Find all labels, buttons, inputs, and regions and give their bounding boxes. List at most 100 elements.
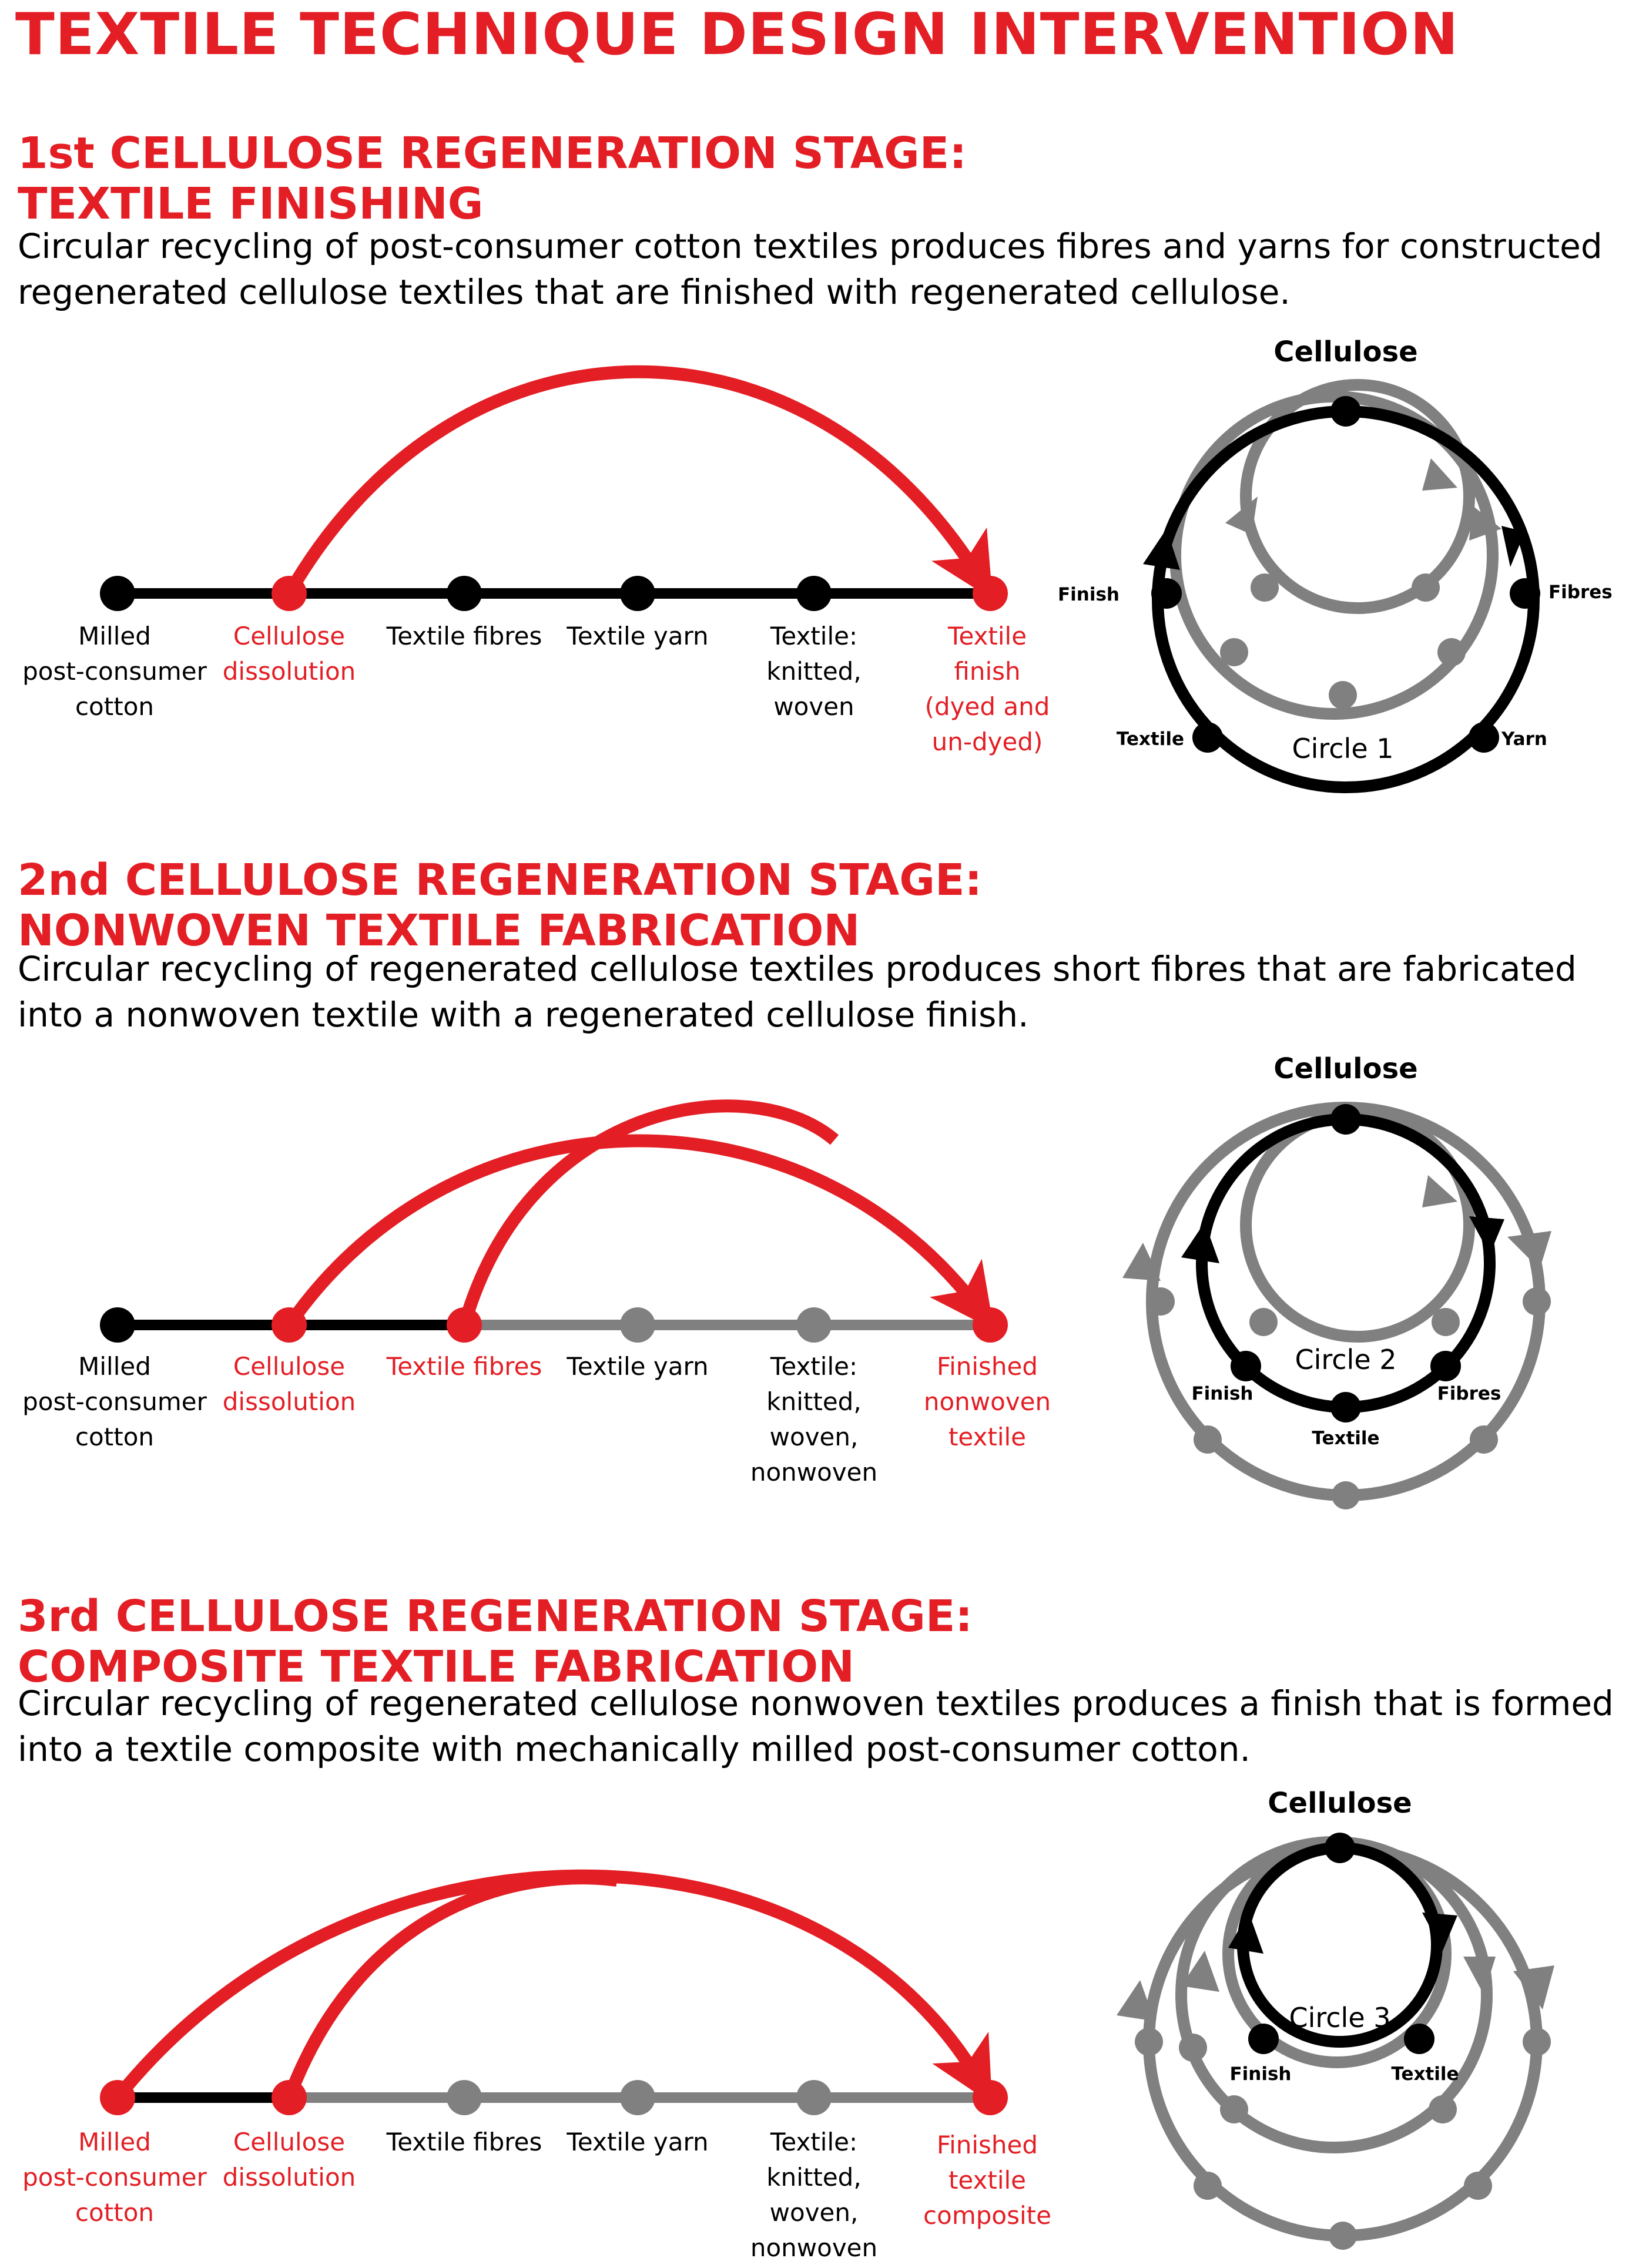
stage-3-step-4-line-1: Textile yarn [566, 2128, 708, 2156]
circle-3-name: Circle 3 [1289, 2002, 1390, 2034]
stage-3-step-6-line-2: textile [948, 2166, 1026, 2195]
circle-3-node-finish [1248, 2024, 1279, 2054]
stage-2-node-textile-yarn [620, 1307, 655, 1343]
stage-3-step-5-line-4: nonwoven [750, 2233, 877, 2262]
stage-1-inner-grey-ring [1240, 379, 1475, 614]
stage-3-grey-node [1329, 2222, 1357, 2250]
circle-2-label-finish: Finish [1191, 1383, 1253, 1404]
stage-2-heading-line-2: NONWOVEN TEXTILE FABRICATION [18, 905, 860, 956]
stage-1-node-milled-cotton [100, 576, 135, 611]
stage-1-description: Circular recycling of post-consumer cott… [18, 223, 1603, 315]
stage-3-node-cellulose-dissolution [272, 2080, 307, 2115]
stage-1-grey-node [1251, 573, 1279, 602]
stage-2-grey-node [1470, 1425, 1498, 1454]
stage-3-heading-line-2: COMPOSITE TEXTILE FABRICATION [18, 1642, 855, 1692]
stage-3-step-6-line-1: Finished [937, 2131, 1038, 2159]
circle-1-node-textile [1192, 722, 1223, 753]
stage-1-node-textile-yarn [620, 576, 655, 611]
stage-2-description: Circular recycling of regenerated cellul… [18, 946, 1577, 1038]
stage-3-description-line-1: Circular recycling of regenerated cellul… [18, 1683, 1614, 1723]
stage-2-step-6-line-2: nonwoven [924, 1387, 1051, 1416]
stage-2-grey-node [1194, 1425, 1222, 1454]
stage-2-step-3-line-1: Textile fibres [386, 1352, 542, 1381]
stage-3-grey-node [1429, 2095, 1457, 2123]
circle-2-name: Circle 2 [1295, 1344, 1396, 1375]
stage-3-step-1-line-3: cotton [75, 2198, 154, 2227]
stage-3-grey-node [1523, 2028, 1551, 2056]
stage-3-grey-arrow [1463, 1957, 1496, 1995]
circle-3-label-finish: Finish [1229, 2064, 1291, 2085]
stage-2-node-finished-nonwoven [973, 1307, 1008, 1343]
circle-1-node-yarn [1469, 722, 1499, 753]
stage-3-node-milled-cotton [100, 2080, 135, 2115]
stage-1-heading: 1st CELLULOSE REGENERATION STAGE: TEXTIL… [18, 128, 967, 229]
stage-1-step-5-line-1: Textile: [770, 622, 857, 650]
stage-2-grey-node [1249, 1308, 1278, 1336]
circle-3-label-textile: Textile [1391, 2064, 1459, 2085]
page-title: TEXTILE TECHNIQUE DESIGN INTERVENTION [15, 1, 1459, 68]
stage-3-heading-line-1: 3rd CELLULOSE REGENERATION STAGE: [18, 1591, 973, 1642]
stage-2-node-cellulose-dissolution [272, 1307, 307, 1343]
stage-2-step-1-line-2: post-consumer [22, 1387, 207, 1416]
circle-1-node-fibres [1510, 578, 1540, 609]
stage-1-circle-diagram: Cellulose Finish Fibres Textile Yarn Cir… [1058, 335, 1613, 793]
stage-2-black-arrow [1469, 1216, 1504, 1254]
stage-3-step-5-line-2: knitted, [766, 2163, 861, 2192]
stage-1-grey-arrow [1225, 496, 1258, 535]
stage-3-step-1-line-1: Milled [78, 2128, 151, 2156]
stage-3-black-arrow [1422, 1913, 1457, 1951]
stage-2-heading: 2nd CELLULOSE REGENERATION STAGE: NONWOV… [18, 855, 982, 956]
stage-2-heading-line-1: 2nd CELLULOSE REGENERATION STAGE: [18, 855, 983, 905]
stage-1-node-textile-fibres [447, 576, 482, 611]
stage-3-node-finished-composite [973, 2080, 1008, 2115]
stage-2-flow-arc-outer [283, 1134, 994, 1330]
stage-1-heading-line-1: 1st CELLULOSE REGENERATION STAGE: [18, 128, 967, 179]
stage-1-step-2-line-2: dissolution [223, 657, 356, 686]
circle-2-label-textile: Textile [1312, 1428, 1379, 1449]
stage-3-description-line-2: into a textile composite with mechanical… [18, 1729, 1251, 1769]
stage-2-step-5-line-1: Textile: [770, 1352, 857, 1381]
stage-1-step-6-line-2: finish [954, 657, 1020, 686]
stage-3-circle-diagram: Cellulose Circle 3 Finish Textile [1117, 1787, 1554, 2250]
stage-3-grey-node [1220, 2095, 1248, 2123]
circle-1-label-textile: Textile [1117, 729, 1184, 750]
stage-3-step-2-line-2: dissolution [223, 2163, 356, 2192]
stage-2-step-5-line-4: nonwoven [750, 1458, 877, 1487]
stage-2-step-2-line-2: dissolution [223, 1387, 356, 1416]
stage-2-description-line-2: into a nonwoven textile with a regenerat… [18, 995, 1029, 1035]
circle-2-label-fibres: Fibres [1437, 1383, 1501, 1404]
stage-2-node-textile-fibres [447, 1307, 482, 1343]
stage-2-grey-node [1432, 1308, 1460, 1336]
stage-2-grey-node [1523, 1287, 1551, 1316]
stage-2-grey-node [1147, 1287, 1175, 1316]
stage-2-flow-arc-inner [458, 1099, 839, 1327]
circle-2-top-label: Cellulose [1273, 1052, 1417, 1085]
stage-1-step-6-line-3: (dyed and [925, 692, 1050, 721]
stage-1-black-arrow [1143, 529, 1180, 570]
stage-1-step-1-line-2: post-consumer [22, 657, 207, 686]
stage-2-grey-arrow [1422, 1175, 1457, 1207]
stage-2-black-arrow [1181, 1222, 1219, 1263]
circle-2-node-textile [1330, 1392, 1361, 1422]
circle-2-node-finish [1231, 1351, 1261, 1381]
stage-1-flow-arc [283, 365, 993, 600]
stage-1-step-1-line-1: Milled [78, 622, 151, 650]
circle-2-node-fibres [1430, 1351, 1461, 1381]
stage-3-grey-arrow [1513, 1965, 1554, 2009]
stage-3-step-5-line-1: Textile: [770, 2128, 857, 2156]
stage-2-circle-diagram: Cellulose Circle 2 Finish Fibres Textile [1122, 1052, 1551, 1509]
stage-3-node-textile-yarn [620, 2080, 655, 2115]
stage-1-flow: Milled post-consumer cotton Cellulose di… [22, 365, 1050, 756]
stage-3-node-textile [796, 2080, 832, 2115]
stage-2-step-5-line-3: woven, [770, 1422, 859, 1451]
stage-3-grey-node [1179, 2034, 1207, 2062]
circle-3-node-textile [1404, 2024, 1434, 2054]
stage-1-grey-arrow [1422, 458, 1457, 491]
stage-2-step-6-line-1: Finished [937, 1352, 1038, 1381]
stage-3-grey-node [1464, 2172, 1492, 2200]
stage-3-description: Circular recycling of regenerated cellul… [18, 1680, 1614, 1772]
circle-1-label-yarn: Yarn [1501, 729, 1547, 750]
circle-1-label-finish: Finish [1058, 584, 1120, 605]
stage-2-step-6-line-3: textile [948, 1422, 1026, 1451]
